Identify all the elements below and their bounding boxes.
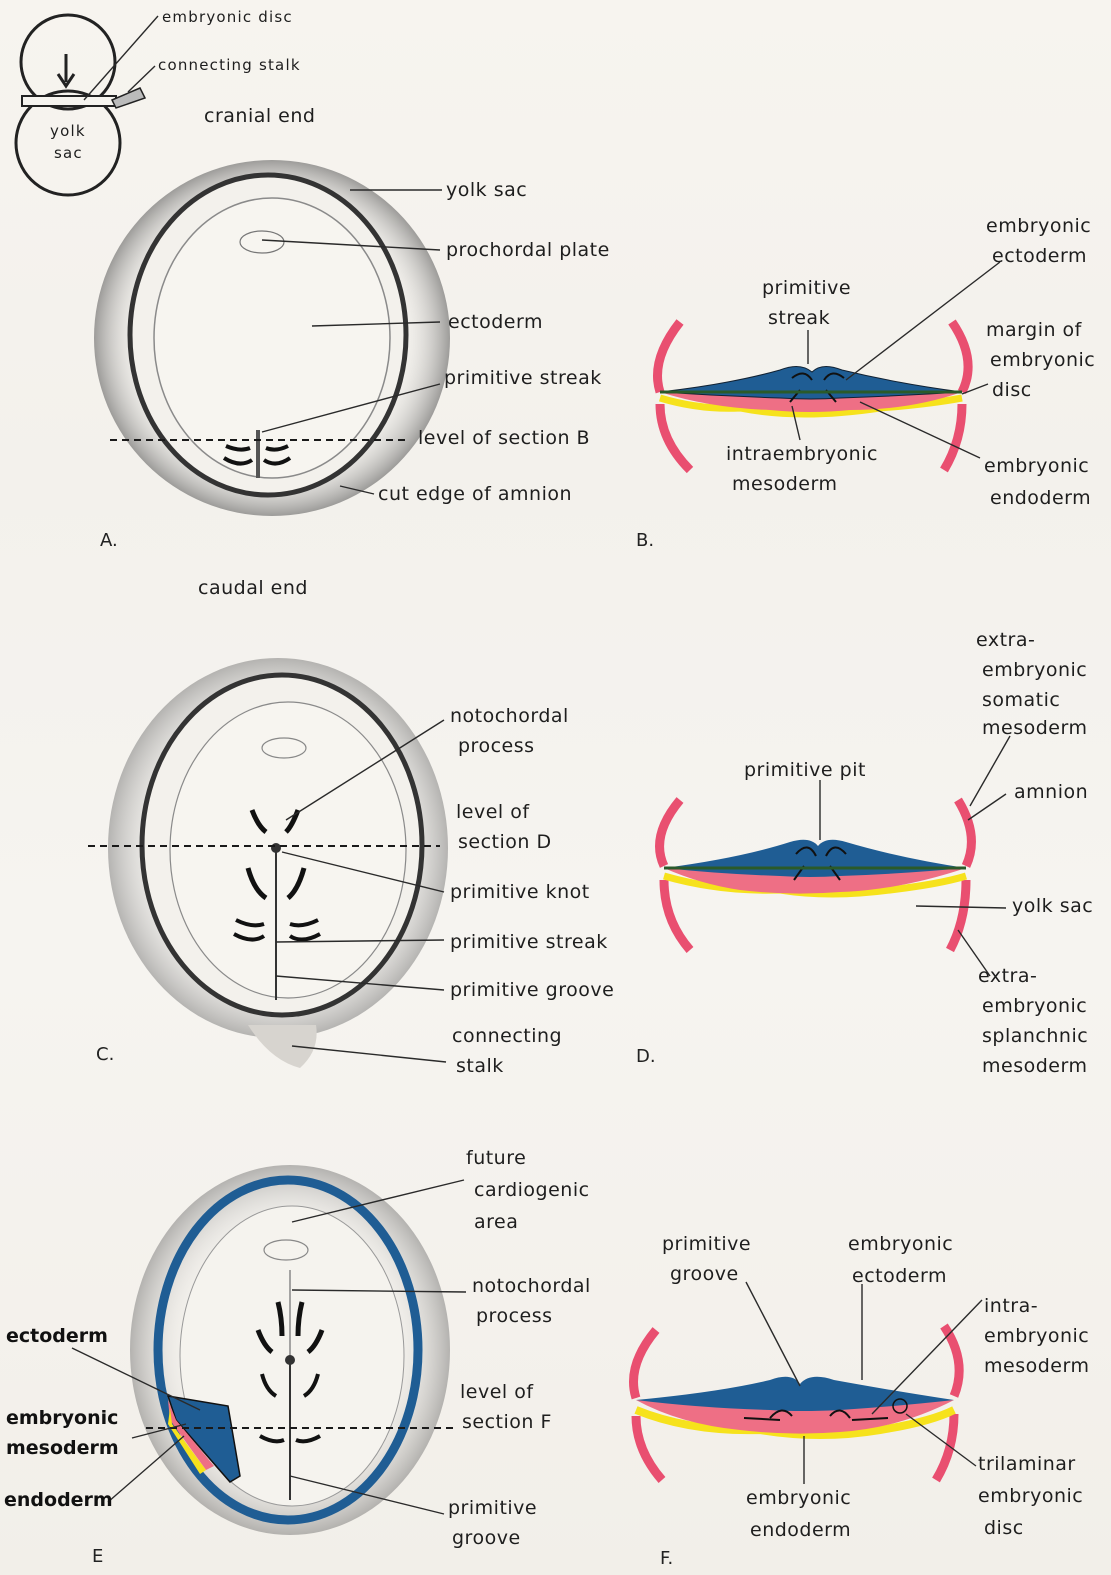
ectoderm-d <box>664 840 966 877</box>
d-mesoderm-label-2: mesoderm <box>982 1055 1087 1077</box>
panel-b-letter: B. <box>636 530 654 551</box>
e-notochordal-label: notochordal <box>472 1275 591 1297</box>
d-primitive-pit-label: primitive pit <box>744 759 866 781</box>
e-section-f-label: section F <box>462 1411 552 1433</box>
b-embryonic-label-1: embryonic <box>986 215 1091 237</box>
b-intraembryonic-label: intraembryonic <box>726 443 878 465</box>
f-groove-label: groove <box>670 1263 739 1285</box>
c-stalk-label: stalk <box>456 1055 504 1077</box>
embryonic-disc-bar <box>22 96 116 106</box>
panel-d-section <box>660 800 972 950</box>
primitive-streak-label-a: primitive streak <box>444 367 602 389</box>
e-future-label: future <box>466 1147 526 1169</box>
inset-diagram <box>16 15 158 195</box>
f-ectoderm-label: ectoderm <box>852 1265 947 1287</box>
c-notochordal-label: notochordal <box>450 705 569 727</box>
d-mesoderm-label-1: mesoderm <box>982 717 1087 739</box>
panel-d-letter: D. <box>636 1046 656 1067</box>
connecting-stalk-c <box>248 1025 317 1068</box>
e-area-label: area <box>474 1211 518 1233</box>
primitive-knot-c <box>271 843 281 853</box>
caudal-end-label: caudal end <box>198 577 308 599</box>
f-endoderm-label: endoderm <box>750 1519 851 1541</box>
c-level-of-label: level of <box>456 801 530 823</box>
e-cardiogenic-label: cardiogenic <box>474 1179 590 1201</box>
inset-sac-label: sac <box>54 144 83 162</box>
d-embryonic-label-2: embryonic <box>982 995 1087 1017</box>
f-trilaminar-label: trilaminar <box>978 1453 1076 1475</box>
c-primitive-groove-label: primitive groove <box>450 979 614 1001</box>
f-mesoderm-label: mesoderm <box>984 1355 1089 1377</box>
panel-c-drawing <box>88 658 448 1068</box>
panel-f-section <box>634 1326 960 1480</box>
amnion-circle <box>21 15 115 109</box>
d-somatic-label: somatic <box>982 689 1060 711</box>
panel-c-letter: C. <box>96 1044 114 1065</box>
b-ectoderm-label: ectoderm <box>992 245 1087 267</box>
e-level-of-label: level of <box>460 1381 534 1403</box>
b-mesoderm-label: mesoderm <box>732 473 837 495</box>
e-groove-label: groove <box>452 1527 521 1549</box>
b-primitive-label: primitive <box>762 277 851 299</box>
embryonic-disc-c <box>170 702 406 998</box>
inset-embryonic-disc-label: embryonic disc <box>162 8 293 26</box>
d-embryonic-label-1: embryonic <box>982 659 1087 681</box>
f-embryonic-label-4: embryonic <box>978 1485 1083 1507</box>
b-streak-label: streak <box>768 307 830 329</box>
f-intra-label: intra- <box>984 1295 1038 1317</box>
b-margin-of-label: margin of <box>986 319 1083 341</box>
panel-e-drawing <box>130 1165 456 1535</box>
inset-connecting-stalk-label: connecting stalk <box>158 56 301 74</box>
d-amnion-label: amnion <box>1014 781 1088 803</box>
f-disc-label: disc <box>984 1517 1024 1539</box>
e-process-label: process <box>476 1305 553 1327</box>
d-extra-label-2: extra- <box>978 965 1037 987</box>
prochordal-plate-label: prochordal plate <box>446 239 610 261</box>
c-section-d-label: section D <box>458 831 552 853</box>
panel-a-drawing <box>94 160 450 516</box>
d-extra-label: extra- <box>976 629 1035 651</box>
panel-e-letter: E <box>92 1546 103 1567</box>
panel-f-letter: F. <box>660 1548 673 1569</box>
b-disc-label: disc <box>992 379 1032 401</box>
c-connecting-label: connecting <box>452 1025 562 1047</box>
f-embryonic-label-3: embryonic <box>746 1487 851 1509</box>
f-primitive-label: primitive <box>662 1233 751 1255</box>
b-embryonic-label-2: embryonic <box>990 349 1095 371</box>
ectoderm-label-a: ectoderm <box>448 311 543 333</box>
c-primitive-streak-label: primitive streak <box>450 931 608 953</box>
e-ectoderm-label: ectoderm <box>6 1325 108 1347</box>
e-endoderm-label: endoderm <box>4 1489 113 1511</box>
b-embryonic-label-3: embryonic <box>984 455 1089 477</box>
d-splanchnic-label: splanchnic <box>982 1025 1088 1047</box>
cranial-end-label: cranial end <box>204 105 315 127</box>
level-of-section-b-label: level of section B <box>418 427 590 449</box>
panel-a-letter: A. <box>100 530 118 551</box>
e-embryonic-label: embryonic <box>6 1407 118 1429</box>
ectoderm-b <box>660 366 962 399</box>
e-mesoderm-label: mesoderm <box>6 1437 119 1459</box>
f-embryonic-label-2: embryonic <box>984 1325 1089 1347</box>
c-primitive-knot-label: primitive knot <box>450 881 590 903</box>
b-endoderm-label: endoderm <box>990 487 1091 509</box>
cut-edge-of-amnion-label: cut edge of amnion <box>378 483 572 505</box>
yolk-sac-label-a: yolk sac <box>446 179 527 201</box>
d-yolk-sac-label: yolk sac <box>1012 895 1093 917</box>
inset-yolk-label: yolk <box>50 122 86 140</box>
c-process-label: process <box>458 735 535 757</box>
f-embryonic-label-1: embryonic <box>848 1233 953 1255</box>
e-primitive-label: primitive <box>448 1497 537 1519</box>
